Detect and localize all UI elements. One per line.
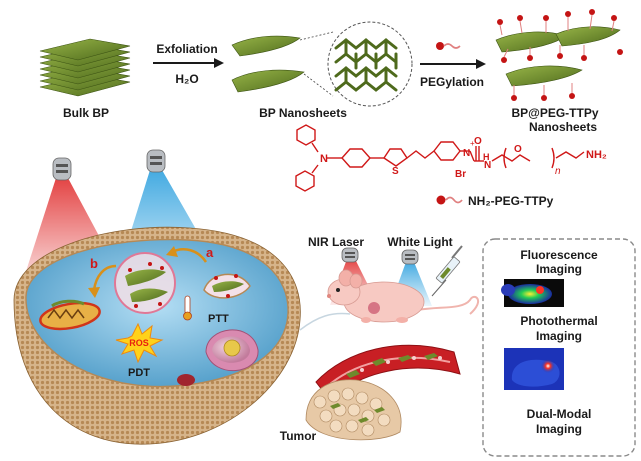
pegylation-arrow-head-icon xyxy=(476,59,486,69)
bulk-bp-label: Bulk BP xyxy=(63,106,109,120)
pegylation-label: PEGylation xyxy=(420,75,484,89)
pyridinium-n-label: N xyxy=(463,148,470,159)
plus-sign-label: + xyxy=(470,139,475,148)
fluorescence-image xyxy=(501,279,564,307)
bromide-label: Br xyxy=(455,169,466,180)
carbonyl-o-label: O xyxy=(474,136,482,147)
nucleus-icon xyxy=(205,329,259,371)
pegylation-reagent-icon xyxy=(436,42,461,50)
lysosome-icon xyxy=(114,252,176,314)
bp-nanosheets-icon xyxy=(231,35,305,93)
product-label-line2: Nanosheets xyxy=(529,120,597,134)
photothermal-image xyxy=(504,348,564,390)
pegylated-nanosheets-icon xyxy=(495,9,623,101)
fluorescence-line1: Fluorescence xyxy=(520,248,598,262)
nir-laser-icon xyxy=(341,247,359,263)
pathway-a-label: a xyxy=(206,245,214,260)
laser-head-icon xyxy=(52,157,72,181)
h2o-label: H₂O xyxy=(175,72,198,86)
pdt-label: PDT xyxy=(128,367,150,379)
bulk-bp-stack-icon xyxy=(39,38,131,97)
photothermal-line2: Imaging xyxy=(536,329,582,343)
nir-laser-label: NIR Laser xyxy=(308,235,364,249)
amine-n-label: N xyxy=(320,153,328,165)
small-organelle-icon xyxy=(177,374,195,386)
fluorescence-line2: Imaging xyxy=(536,262,582,276)
heat-thermometer-icon xyxy=(183,295,192,321)
exfoliation-arrow-head-icon xyxy=(214,58,224,68)
terminal-nh2-label: NH₂ xyxy=(586,149,607,161)
reagent-legend-label: NH₂-PEG-TTPy xyxy=(468,194,554,208)
peg-o-label: O xyxy=(514,144,522,155)
tumor-cells-icon xyxy=(305,379,402,441)
photothermal-line1: Photothermal xyxy=(520,314,597,328)
lamp-head-icon xyxy=(146,149,166,173)
ttpy-structure xyxy=(295,124,585,192)
tumor-label: Tumor xyxy=(280,429,317,443)
ros-label: ROS xyxy=(129,338,149,348)
bp-lattice-zoom-icon xyxy=(327,21,413,107)
white-light-icon xyxy=(401,249,419,265)
pathway-b-label: b xyxy=(90,256,98,271)
syringe-icon xyxy=(431,245,463,297)
thiophene-s-label: S xyxy=(392,166,399,177)
dual-modal-line2: Imaging xyxy=(536,422,582,436)
mouse-icon xyxy=(327,269,480,323)
product-label-line1: BP@PEG-TTPy xyxy=(511,106,598,120)
endocytosis-vesicle-icon xyxy=(203,273,251,299)
peg-n-subscript-label: n xyxy=(555,166,561,177)
ros-burst-icon xyxy=(115,322,164,364)
white-light-label: White Light xyxy=(387,235,452,249)
amide-n-label: N xyxy=(484,160,491,171)
amide-h-label: H xyxy=(483,152,490,162)
exfoliation-label: Exfoliation xyxy=(156,42,217,56)
bp-nanosheets-label: BP Nanosheets xyxy=(259,106,347,120)
dual-modal-line1: Dual-Modal xyxy=(527,407,592,421)
pathway-b-arrow xyxy=(92,264,117,291)
ptt-label: PTT xyxy=(208,313,229,325)
reagent-legend-icon xyxy=(436,195,463,205)
mitochondrion-icon xyxy=(39,299,101,331)
